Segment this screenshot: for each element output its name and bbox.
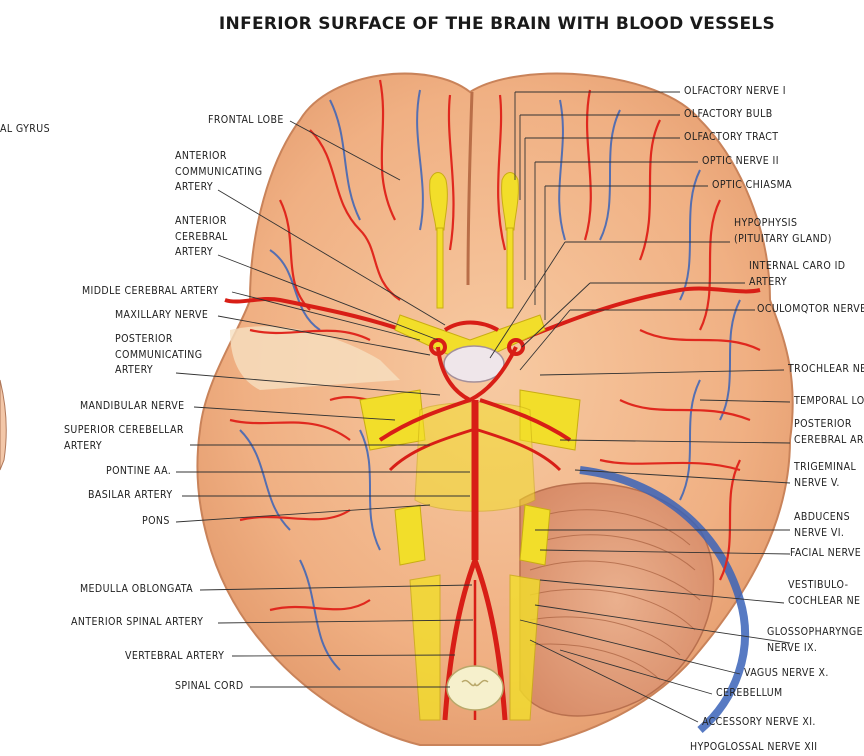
label-olfactory-bulb: OLFACTORY BULB: [684, 108, 773, 120]
cranial-nerve-bundle-right: [519, 504, 551, 566]
label-hypoglossal-nerve: HYPOGLOSSAL NERVE XII: [690, 741, 818, 753]
temporal-pale-region: [230, 326, 400, 390]
medulla-nerves-right: [509, 574, 541, 721]
label-cerebellum: CEREBELLUM: [716, 687, 783, 699]
label-glossopharyngeal-nerve: GLOSSOPHARYNGE NERVE IX.: [767, 626, 863, 654]
vertebral-artery-right: [472, 559, 508, 721]
medulla-nerves: [409, 574, 441, 721]
middle-cerebral-artery-left: [224, 297, 431, 342]
label-optic-chiasma: OPTIC CHIASMA: [712, 179, 793, 191]
label-vagus-nerve: VAGUS NERVE X.: [744, 667, 829, 679]
label-accessory-nerve: ACCESSORY NERVE XI.: [702, 716, 816, 728]
label-frontal-lobe: FRONTAL LOBE: [208, 114, 284, 126]
label-middle-cerebral-artery: MIDDLE CEREBRAL ARTERY: [82, 285, 219, 297]
label-facial-nerve: FACIAL NERVE: [790, 547, 862, 559]
olfactory-bulb-left: [429, 172, 448, 231]
label-gyrus-fragment: AL GYRUS: [0, 123, 50, 135]
middle-cerebral-artery-right: [519, 286, 761, 342]
transverse-sinus: [579, 466, 750, 734]
vertebral-artery-left: [442, 559, 478, 721]
superior-cerebellar-left: [388, 428, 473, 472]
spinal-cord-section: [446, 665, 504, 711]
label-hypophysis: HYPOPHYSIS (PITUITARY GLAND): [734, 217, 832, 245]
olfactory-tract-left: [436, 227, 444, 309]
label-anterior-cerebral-artery: ANTERIOR CEREBRAL ARTERY: [175, 215, 228, 258]
label-optic-nerve: OPTIC NERVE II: [702, 155, 779, 167]
label-anterior-communicating-artery: ANTERIOR COMMUNICATING ARTERY: [175, 150, 263, 193]
label-medulla-oblongata: MEDULLA OBLONGATA: [80, 583, 194, 595]
label-trochlear-nerve: TROCHLEAR NE: [788, 363, 864, 375]
label-internal-carotid-artery: INTERNAL CARO ID ARTERY: [749, 260, 846, 288]
label-vertebral-artery: VERTEBRAL ARTERY: [125, 650, 225, 662]
label-spinal-cord: SPINAL CORD: [175, 680, 244, 692]
label-trigeminal-nerve: TRIGEMINAL NERVE V.: [794, 461, 857, 489]
label-pontine-aa: PONTINE AA.: [106, 465, 172, 477]
label-abducens-nerve: ABDUCENS NERVE VI.: [794, 511, 850, 539]
posterior-cerebral-left: [378, 398, 471, 442]
olfactory-tract-right: [506, 227, 514, 309]
label-posterior-communicating-artery: POSTERIOR COMMUNICATING ARTERY: [115, 333, 203, 376]
label-oculomotor-nerve: OCULOMQTOR NERVE: [757, 303, 864, 315]
posterior-cerebral-right: [479, 398, 572, 442]
cranial-nerve-bundle-left: [394, 504, 426, 566]
label-pons: PONS: [142, 515, 170, 527]
label-anterior-spinal-artery: ANTERIOR SPINAL ARTERY: [71, 616, 204, 628]
longitudinal-fissure: [466, 91, 474, 286]
label-olfactory-tract: OLFACTORY TRACT: [684, 131, 779, 143]
label-vestibulo-cochlear-nerve: VESTIBULO- COCHLEAR NE: [788, 579, 861, 607]
olfactory-bulb-right: [501, 172, 519, 231]
diagram-title: INFERIOR SURFACE OF THE BRAIN WITH BLOOD…: [218, 14, 776, 34]
superior-cerebellar-right: [477, 428, 562, 472]
cerebellum-region: [519, 482, 715, 717]
label-posterior-cerebral-artery: POSTERIOR CEREBRAL AR: [794, 418, 864, 446]
label-superior-cerebellar-artery: SUPERIOR CEREBELLAR ARTERY: [64, 424, 184, 452]
label-olfactory-nerve: OLFACTORY NERVE I: [684, 85, 786, 97]
label-basilar-artery: BASILAR ARTERY: [88, 489, 173, 501]
hypophysis: [443, 345, 505, 383]
label-mandibular-nerve: MANDIBULAR NERVE: [80, 400, 185, 412]
label-maxillary-nerve: MAXILLARY NERVE: [115, 309, 209, 321]
adjacent-figure-edge: [0, 379, 7, 471]
label-temporal-lobe: TEMPORAL LO: [794, 395, 864, 407]
